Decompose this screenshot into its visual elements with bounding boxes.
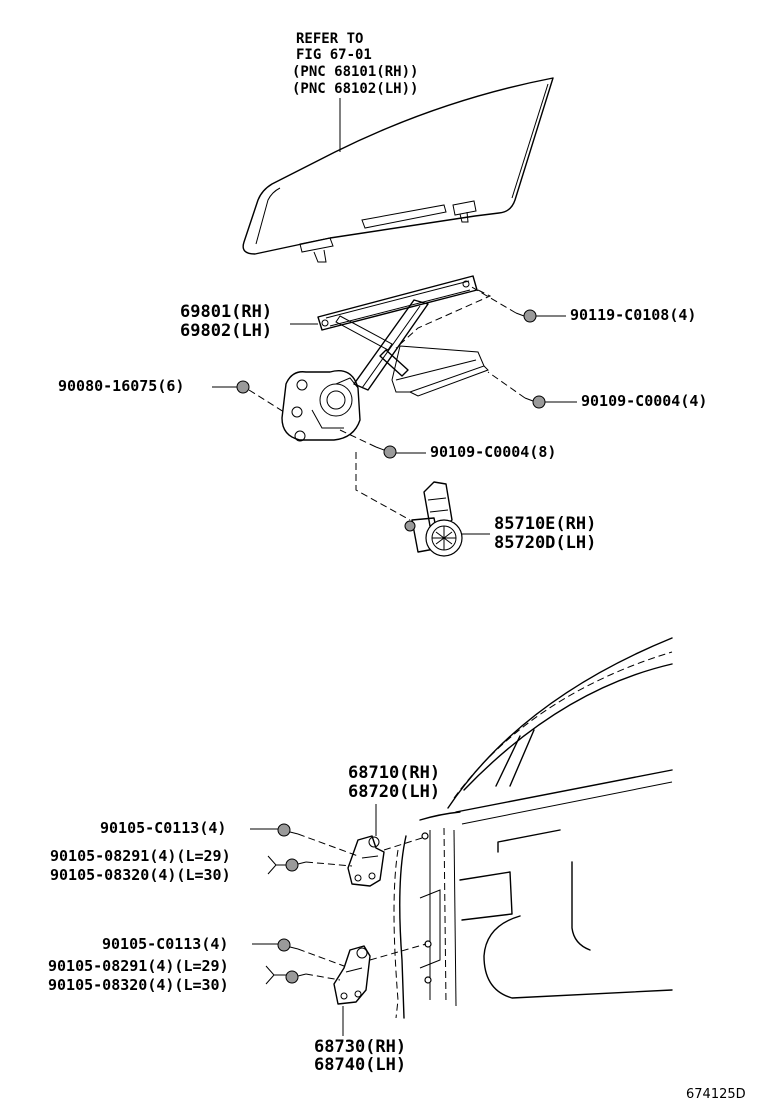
part-label-90119: 90119-C0108(4) xyxy=(570,306,697,324)
dash-lower-1 xyxy=(297,948,345,967)
part-label-68710: 68710(RH) xyxy=(348,763,441,783)
part-label-upper-08291: 90105-08291(4)(L=29) xyxy=(50,847,231,865)
part-label-68730: 68730(RH) xyxy=(314,1037,407,1057)
dash-90080 xyxy=(248,389,285,413)
refer-note-line1: REFER TO xyxy=(296,31,364,47)
bolt-90080 xyxy=(236,380,250,394)
bolt-90109-b xyxy=(375,445,397,459)
dash-upper-2 xyxy=(305,861,353,867)
body-panel xyxy=(393,637,673,1019)
dash-lower-3 xyxy=(369,943,427,961)
door-glass xyxy=(242,77,554,263)
bolt-90109-a xyxy=(524,395,546,409)
part-label-85710e: 85710E(RH) xyxy=(494,514,597,534)
bolt-90119 xyxy=(515,309,537,323)
part-label-69801: 69801(RH) xyxy=(180,302,273,322)
leader-lower-bolt-l xyxy=(265,965,286,985)
dash-upper-3 xyxy=(383,837,423,851)
dash-regulator xyxy=(395,289,492,349)
part-label-lower-08320: 90105-08320(4)(L=30) xyxy=(48,976,229,994)
part-label-85720d: 85720D(LH) xyxy=(494,533,597,553)
lower-bolts xyxy=(277,938,307,984)
part-label-lower-c0113: 90105-C0113(4) xyxy=(102,935,229,953)
window-motor xyxy=(404,481,463,557)
leader-upper-bolt-l xyxy=(267,855,286,875)
figure-id: 674125D xyxy=(686,1087,746,1102)
part-label-68740: 68740(LH) xyxy=(314,1055,407,1075)
window-regulator xyxy=(281,275,489,442)
dash-90109-a xyxy=(487,371,526,399)
motor-dash-line xyxy=(355,452,411,521)
dash-lower-2 xyxy=(305,973,341,981)
refer-note-line4: (PNC 68102(LH)) xyxy=(292,81,419,97)
part-label-90109-a: 90109-C0004(4) xyxy=(581,392,708,410)
dash-90119 xyxy=(469,285,517,314)
upper-bolts xyxy=(277,823,307,872)
refer-note-line3: (PNC 68101(RH)) xyxy=(292,64,419,80)
dash-90109-b xyxy=(339,429,377,448)
part-label-69802: 69802(LH) xyxy=(180,321,273,341)
refer-note-line2: FIG 67-01 xyxy=(296,47,372,63)
part-label-upper-c0113: 90105-C0113(4) xyxy=(100,819,227,837)
part-label-upper-08320: 90105-08320(4)(L=30) xyxy=(50,866,231,884)
part-label-90080: 90080-16075(6) xyxy=(58,377,185,395)
lower-hinge xyxy=(333,945,371,1005)
part-label-90109-b: 90109-C0004(8) xyxy=(430,443,557,461)
part-label-68720: 68720(LH) xyxy=(348,782,441,802)
part-label-lower-08291: 90105-08291(4)(L=29) xyxy=(48,957,229,975)
dash-upper-1 xyxy=(297,833,359,857)
upper-hinge xyxy=(347,835,385,887)
